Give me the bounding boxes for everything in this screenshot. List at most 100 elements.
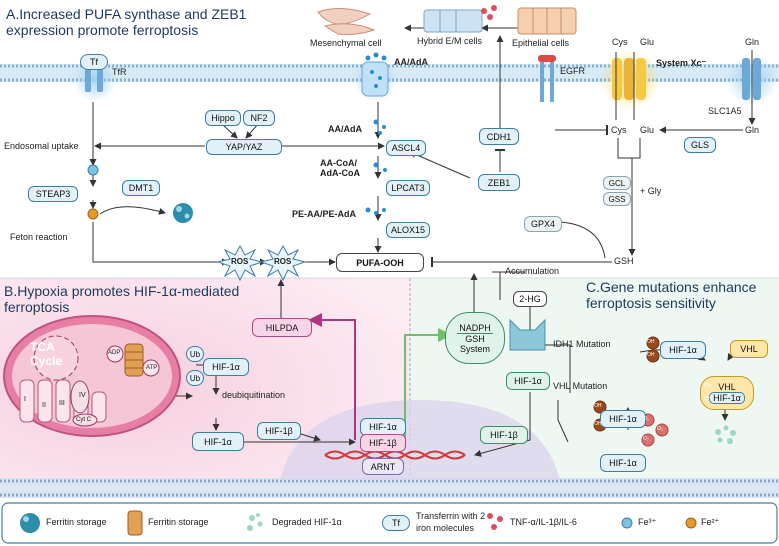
label-gly: + Gly: [640, 186, 662, 196]
tf-label: Tf: [80, 54, 108, 70]
ub-1: Ub: [186, 346, 204, 362]
label-hybrid: Hybrid E/M cells: [417, 36, 483, 46]
hif1a-c2-box: HIF-1α: [600, 410, 646, 428]
pufa-ooh-box: PUFA-OOH: [336, 253, 424, 272]
hybrid-cell-shape: [423, 9, 483, 33]
nf2-box: NF2: [243, 110, 275, 126]
label-aa-adA-top: AA/AdA: [394, 57, 428, 67]
hif1b-c-box: HIF-1β: [480, 426, 528, 444]
section-b-title: B.Hypoxia promotes HIF-1α-mediated ferro…: [4, 283, 239, 315]
legend-degraded: Degraded HIF-1α: [272, 517, 342, 527]
tca-label-1: TCA: [30, 340, 55, 354]
idh1-shape: [509, 318, 546, 351]
section-c-title-line2: ferroptosis sensitivity: [586, 295, 716, 311]
ros-star-2: [259, 244, 307, 282]
complex-4-label: IV: [79, 392, 86, 399]
section-a-title-line1: A.Increased PUFA synthase and ZEB1: [6, 6, 247, 22]
alox15-box: ALOX15: [386, 222, 430, 238]
gcl-box: GCL: [603, 176, 631, 190]
label-aa-adA-mid: AA/AdA: [328, 124, 362, 134]
label-idh1: IDH1 Mutation: [553, 339, 611, 349]
label-glu-top: Glu: [640, 37, 655, 47]
zeb1-box: ZEB1: [478, 174, 520, 191]
yap-box: YAP/YAZ: [206, 139, 282, 155]
hif1a-c1-box: HIF-1α: [506, 372, 550, 390]
nuclear-hif1b-box: HIF-1β: [360, 434, 406, 452]
lpcat3-box: LPCAT3: [386, 180, 430, 196]
gsh-system-label-1: GSH: [465, 333, 485, 344]
legend-fe2: Fe²⁺: [701, 517, 720, 527]
vhl-complex: VHL HIF-1α: [700, 376, 754, 410]
mesenchymal-cell-shape: [317, 8, 376, 35]
legend-fe3: Fe³⁺: [638, 517, 657, 527]
vhl-box: VHL: [730, 340, 768, 358]
hif1a-c3-box: HIF-1α: [600, 454, 646, 472]
o2-label-1: O₂: [643, 416, 649, 422]
label-tfr: TfR: [112, 67, 127, 77]
label-system-xc: System Xc⁻: [656, 58, 707, 68]
legend-ferritin-1: Ferritin storage: [46, 517, 107, 527]
gls-box: GLS: [684, 137, 716, 153]
atp-label: ATP: [146, 365, 158, 371]
degraded-fragments: [715, 425, 736, 444]
cytc-label: Cyt C: [76, 417, 91, 423]
legend-transferrin-2: iron molecules: [416, 523, 475, 533]
gpx4-box: GPX4: [524, 216, 562, 232]
oh-label-4: OH: [704, 396, 712, 402]
cytokines-cluster: [481, 5, 497, 20]
mitochondrion: [3, 315, 181, 437]
label-gln-mid: Gln: [745, 125, 760, 135]
label-gln-top: Gln: [745, 37, 760, 47]
label-aacoa: AA-CoA/: [320, 158, 357, 168]
label-vhl-mutation: VHL Mutation: [553, 381, 608, 391]
arnt-box: ARNT: [362, 458, 404, 475]
ferritin-sphere: [173, 203, 193, 223]
legend-transferrin-1: Transferrin with 2: [416, 511, 486, 521]
egfr-shape: [538, 55, 556, 102]
oh-label-3: OH: [704, 383, 712, 389]
oh-label-6: OH: [594, 421, 602, 427]
ros-star-1: [216, 244, 264, 282]
hif1a-box: HIF-1α: [192, 432, 244, 451]
gss-box: GSS: [603, 192, 631, 206]
legend-tf-icon: Tf: [382, 515, 410, 531]
section-c-title-line1: C.Gene mutations enhance: [586, 279, 757, 295]
hif1b-box: HIF-1β: [257, 422, 301, 440]
cdh1-box: CDH1: [479, 128, 519, 145]
gsh-system-label-2: System: [459, 343, 490, 354]
aa-channel-shape: [353, 58, 397, 102]
label-endosomal: Endosomal uptake: [4, 141, 79, 151]
hif1a-c4-box: HIF-1α: [660, 341, 706, 359]
tca-label-2: Cycle: [30, 354, 63, 368]
legend-cytokines: TNF-α/IL-1β/IL-6: [510, 517, 577, 527]
label-glu-mid: Glu: [640, 125, 655, 135]
bottom-membrane: [0, 478, 779, 498]
acsl4-box: ASCL4: [386, 140, 426, 156]
section-a-title: A.Increased PUFA synthase and ZEB1 expre…: [6, 6, 246, 38]
nucleus-dome: [280, 400, 560, 480]
oh-label-5: OH: [594, 403, 602, 409]
label-cys-top: Cys: [612, 37, 628, 47]
label-feton: Feton reaction: [10, 232, 68, 242]
label-pe-aa: PE-AA/PE-AdA: [292, 209, 357, 219]
aa-dots: [365, 52, 387, 215]
ros-label-2: ROS: [274, 257, 292, 266]
section-b-title-line1: B.Hypoxia promotes HIF-1α-mediated: [4, 283, 240, 299]
legend-ferritin-2: Ferritin storage: [148, 517, 209, 527]
dmt1-box: DMT1: [122, 180, 160, 196]
label-deubiq: deubiquitination: [222, 390, 286, 400]
complex-3-label: III: [59, 400, 65, 407]
label-adacoa: AdA-CoA: [320, 168, 360, 178]
ub-2: Ub: [186, 370, 204, 386]
two-hg-box: 2-HG: [513, 291, 547, 307]
section-c-title: C.Gene mutations enhance ferroptosis sen…: [586, 279, 756, 311]
vhl-complex-hif: HIF-1α: [709, 392, 745, 404]
hilpda-box: HILPDA: [252, 318, 312, 337]
label-egfr: EGFR: [560, 66, 586, 76]
fe2-dot: [87, 208, 99, 220]
label-cys-mid: Cys: [611, 125, 627, 135]
epithelial-cell-shape: [517, 7, 577, 35]
complex-2-label: II: [42, 402, 46, 409]
hif1a-ub-box: HIF-1α: [203, 358, 249, 376]
complex-1-label: I: [24, 396, 26, 403]
